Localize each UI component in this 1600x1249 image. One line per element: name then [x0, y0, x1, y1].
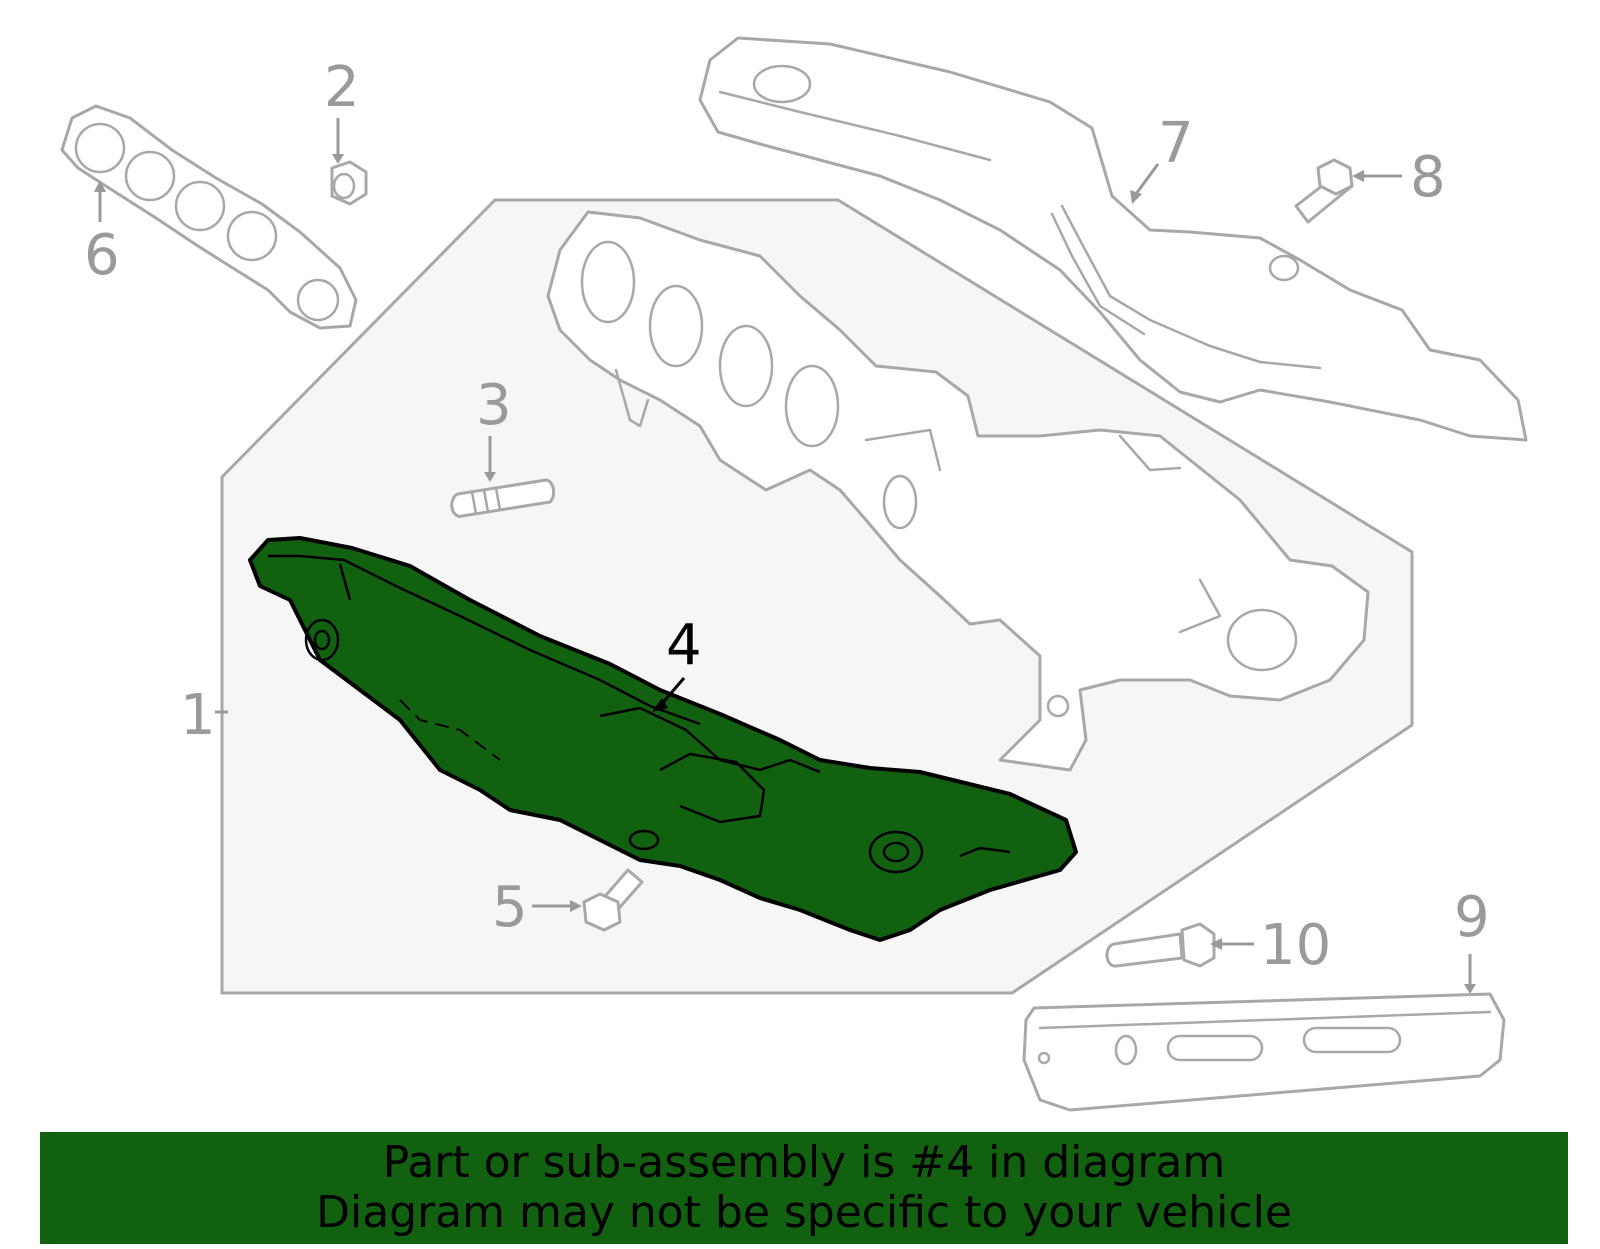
stud-part[interactable] — [450, 478, 556, 518]
bolt-part-5[interactable] — [582, 868, 644, 932]
callout-3: 3 — [476, 373, 512, 438]
heat-shield-part-highlighted[interactable] — [248, 536, 1078, 942]
upper-heat-insulator-part[interactable] — [698, 36, 1528, 442]
callout-2: 2 — [324, 55, 360, 120]
callout-8: 8 — [1410, 145, 1446, 210]
leader-lines — [94, 118, 1476, 994]
callout-5: 5 — [492, 875, 528, 940]
callout-4: 4 — [666, 613, 702, 678]
banner-line-2: Diagram may not be specific to your vehi… — [316, 1187, 1292, 1238]
gasket-part[interactable] — [60, 104, 358, 330]
info-banner: Part or sub-assembly is #4 in diagram Di… — [40, 1132, 1568, 1244]
callout-6: 6 — [84, 223, 120, 288]
bolt-part-8[interactable] — [1294, 158, 1354, 224]
nut-part[interactable] — [330, 160, 368, 206]
callout-1: 1 — [180, 683, 216, 748]
banner-line-1: Part or sub-assembly is #4 in diagram — [382, 1137, 1226, 1188]
callout-9: 9 — [1454, 885, 1490, 950]
bracket-part[interactable] — [1022, 992, 1506, 1112]
callout-10: 10 — [1260, 913, 1331, 978]
bolt-part-10[interactable] — [1105, 922, 1216, 968]
callout-7: 7 — [1158, 111, 1194, 176]
exhaust-manifold — [546, 210, 1370, 772]
